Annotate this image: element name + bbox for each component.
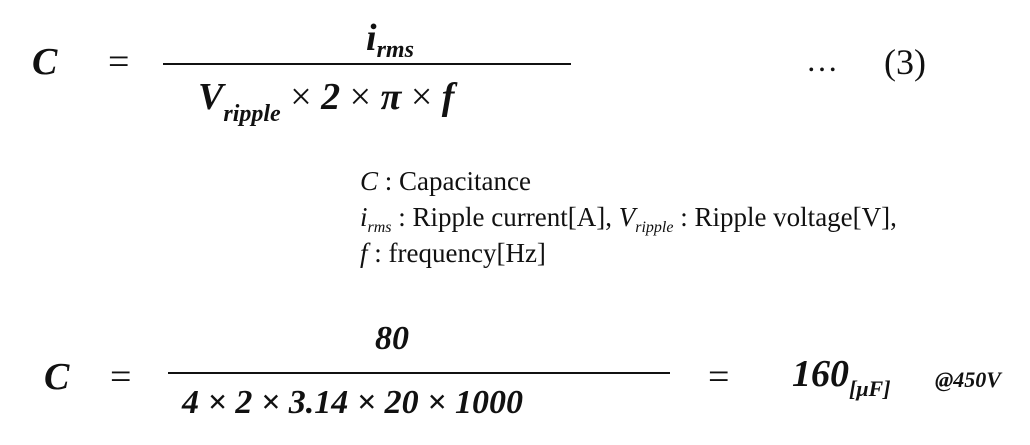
eq1-den-times-2: ×: [349, 76, 372, 118]
eq2-result-equals-sign: =: [708, 356, 730, 398]
eq2-numerator: 80: [375, 320, 409, 357]
eq1-den-frequency: f: [441, 76, 455, 118]
eq1-den-times-3: ×: [410, 76, 433, 118]
eq1-den-times-1: ×: [290, 76, 312, 118]
eq2-fraction-bar: [168, 372, 670, 374]
legend-v-description: : Ripple voltage[V],: [673, 202, 897, 232]
legend-v-symbol: V: [618, 202, 636, 232]
legend-c-symbol: C: [360, 166, 379, 196]
legend-i-symbol: i: [360, 202, 368, 232]
eq1-den-voltage-subscript: ripple: [223, 101, 281, 127]
eq1-den-two: 2: [321, 76, 341, 118]
legend-c-description: : Capacitance: [378, 166, 531, 196]
legend-v-subscript: ripple: [635, 219, 674, 236]
legend-capacitance: C : Capacitance: [360, 166, 531, 197]
eq2-denominator: 4 × 2 × 3.14 × 20 × 1000: [182, 384, 523, 421]
eq1-denominator: Vripple × 2 × π × f: [198, 75, 455, 127]
eq1-ellipsis: …: [806, 42, 838, 78]
eq1-numerator: irms: [366, 16, 414, 63]
eq1-fraction-bar: [163, 63, 571, 65]
eq2-voltage-condition: @450V: [935, 367, 1001, 392]
eq2-result-value: 160: [792, 353, 849, 395]
eq1-den-pi: π: [380, 76, 402, 118]
legend-f-description: : frequency[Hz]: [367, 238, 546, 268]
eq2-lhs-capacitance: C: [44, 356, 70, 398]
eq2-result: 160[μF]: [792, 352, 891, 401]
eq1-equals-sign: =: [108, 41, 130, 83]
eq2-equals-sign: =: [110, 356, 132, 398]
eq1-den-voltage: V: [198, 76, 224, 118]
legend-current-voltage: irms : Ripple current[A], Vripple : Ripp…: [360, 202, 897, 236]
legend-frequency: f : frequency[Hz]: [360, 238, 546, 269]
eq1-equation-number: (3): [884, 42, 926, 82]
eq2-result-unit: [μF]: [849, 376, 891, 401]
legend-f-symbol: f: [360, 238, 368, 268]
eq1-numerator-subscript: rms: [376, 37, 414, 63]
eq1-numerator-symbol: i: [366, 17, 377, 59]
legend-i-description: : Ripple current[A],: [391, 202, 612, 232]
eq1-lhs-capacitance: C: [32, 41, 58, 83]
legend-i-subscript: rms: [367, 219, 392, 236]
